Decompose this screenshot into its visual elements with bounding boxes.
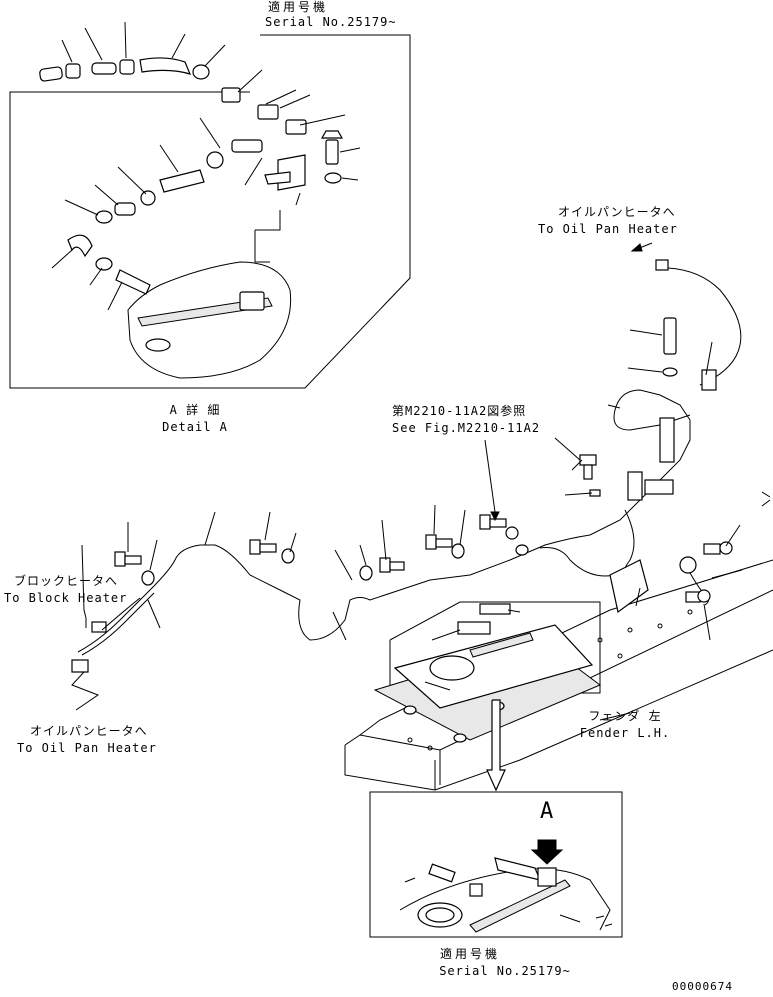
oil-pan-heater-cable-top <box>627 242 742 391</box>
detail-a-hose-segments <box>51 144 224 311</box>
view-a-box <box>369 791 623 938</box>
oil-pan-top-en: To Oil Pan Heater <box>538 222 678 236</box>
oil-pan-bottom-jp: オイルパンヒータへ <box>30 724 148 738</box>
block-heater-en: To Block Heater <box>4 591 128 605</box>
drawing-number: 00000674 <box>672 980 733 993</box>
wiring-harness-main <box>71 389 691 711</box>
oil-pan-bottom-en: To Oil Pan Heater <box>17 741 157 755</box>
oil-pan-top-jp: オイルパンヒータへ <box>558 205 676 219</box>
see-fig-leader <box>484 439 500 522</box>
detail-a-en: Detail A <box>162 420 228 434</box>
serial-top-jp: 適用号機 <box>268 0 329 14</box>
see-fig-en: See Fig.M2210-11A2 <box>392 421 541 435</box>
fender-connectors <box>609 524 743 641</box>
detail-a-valve-fittings <box>199 69 361 206</box>
engine-plate-box <box>373 601 601 743</box>
detail-a-mounting-plate <box>127 210 292 379</box>
detail-a-hose-parts <box>39 21 226 82</box>
detail-a-frame <box>9 34 411 389</box>
callout-a: A <box>540 799 555 824</box>
block-heater-jp: ブロックヒータへ <box>14 574 119 588</box>
fender-jp: フェンダ 左 <box>588 709 662 723</box>
harness-bolts <box>114 404 621 641</box>
see-fig-jp: 第M2210-11A2図参照 <box>392 404 527 418</box>
view-arrow <box>486 699 506 792</box>
fender-frame <box>344 491 773 791</box>
serial-bottom-jp: 適用号機 <box>439 947 500 961</box>
serial-bottom-en: Serial No.25179~ <box>439 964 571 978</box>
detail-a-jp: A 詳 細 <box>169 403 221 417</box>
fender-en: Fender L.H. <box>579 726 671 740</box>
serial-top-en: Serial No.25179~ <box>265 15 397 29</box>
